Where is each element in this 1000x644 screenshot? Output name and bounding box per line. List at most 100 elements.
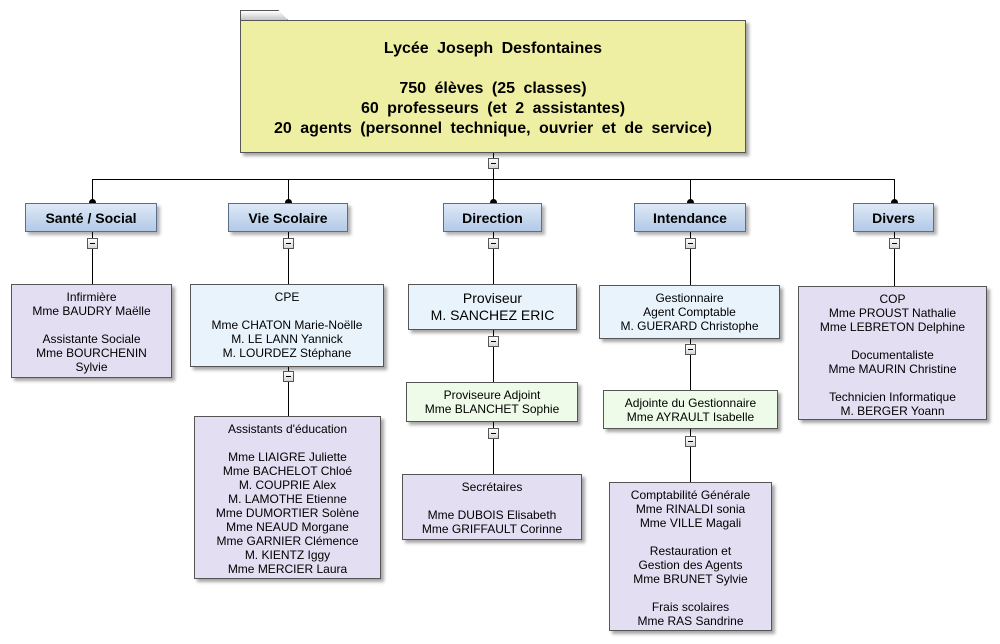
- node-adjointe-gestionnaire[interactable]: Adjointe du Gestionnaire Mme AYRAULT Isa…: [603, 390, 778, 429]
- node-comptabilite[interactable]: Comptabilité Générale Mme RINALDI sonia …: [609, 482, 772, 631]
- node-text: M. LE LANN Yannick: [231, 332, 343, 346]
- dept-label: Intendance: [653, 209, 727, 226]
- node-text: Mme VILLE Magali: [639, 516, 742, 530]
- connector: [894, 232, 895, 286]
- dept-sante-social[interactable]: Santé / Social: [25, 203, 157, 232]
- node-text: Assistants d'éducation: [227, 422, 348, 436]
- connector: [690, 339, 691, 390]
- connector: [92, 179, 93, 203]
- node-text: Secrétaires: [461, 480, 523, 494]
- dept-direction[interactable]: Direction: [443, 203, 542, 232]
- collapse-adjointe-button[interactable]: [685, 436, 696, 447]
- node-text: Gestionnaire: [655, 291, 724, 305]
- node-text: M. KIENTZ Iggy: [244, 548, 331, 562]
- connector: [493, 330, 494, 382]
- node-text: M. SANCHEZ ERIC: [430, 307, 555, 323]
- connector-dot: [490, 199, 497, 206]
- node-text: Documentaliste: [851, 348, 934, 362]
- node-text: Agent Comptable: [643, 305, 736, 319]
- node-text: Gestion des Agents: [638, 558, 743, 572]
- node-cop[interactable]: COP Mme PROUST Nathalie Mme LEBRETON Del…: [798, 286, 987, 420]
- root-line: 750 élèves (25 classes): [399, 80, 587, 97]
- dept-label: Santé / Social: [45, 209, 137, 226]
- node-text: Restauration et: [649, 544, 732, 558]
- node-text: Mme DUMORTIER Solène: [215, 506, 360, 520]
- node-text: Mme MAURIN Christine: [828, 362, 957, 376]
- collapse-sante-button[interactable]: [87, 238, 98, 249]
- collapse-proviseur-button[interactable]: [488, 336, 499, 347]
- collapse-gestionnaire-button[interactable]: [685, 344, 696, 355]
- root-line: 60 professeurs (et 2 assistantes): [360, 100, 626, 117]
- root-node[interactable]: Lycée Joseph Desfontaines 750 élèves (25…: [240, 20, 746, 153]
- node-text: Mme GRIFFAULT Corinne: [421, 522, 563, 536]
- node-text: COP: [879, 292, 906, 306]
- collapse-cpe-button[interactable]: [283, 371, 294, 382]
- collapse-adjoint-button[interactable]: [488, 428, 499, 439]
- dept-label: Direction: [462, 209, 523, 226]
- connector: [894, 179, 895, 203]
- node-text: Mme LIAIGRE Juliette: [228, 450, 347, 464]
- dept-divers[interactable]: Divers: [853, 203, 934, 232]
- connector: [493, 422, 494, 474]
- node-text: Mme RAS Sandrine: [637, 614, 744, 628]
- node-text: Mme BOURCHENIN: [36, 346, 147, 360]
- node-text: Mme BRUNET Sylvie: [633, 572, 748, 586]
- dept-label: Vie Scolaire: [248, 209, 328, 226]
- connector: [288, 367, 289, 416]
- dept-vie-scolaire[interactable]: Vie Scolaire: [228, 203, 348, 232]
- node-text: Mme DUBOIS Elisabeth: [427, 508, 557, 522]
- node-text: M. COUPRIE Alex: [238, 478, 337, 492]
- node-text: Assistante Sociale: [42, 332, 141, 346]
- node-assistants[interactable]: Assistants d'éducation Mme LIAIGRE Julie…: [194, 416, 381, 579]
- root-line: 20 agents (personnel technique, ouvrier …: [274, 120, 712, 137]
- node-text: Mme RINALDI sonia: [635, 502, 746, 516]
- dept-label: Divers: [872, 209, 915, 226]
- node-secretaires[interactable]: Secrétaires Mme DUBOIS Elisabeth Mme GRI…: [402, 474, 582, 540]
- node-text: Comptabilité Générale: [630, 488, 751, 502]
- node-text: Technicien Informatique: [829, 390, 956, 404]
- node-text: Proviseure Adjoint: [443, 388, 541, 402]
- collapse-root-button[interactable]: [488, 158, 499, 169]
- connector-dot: [891, 199, 898, 206]
- node-text: M. LOURDEZ Stéphane: [222, 346, 352, 360]
- connector-dot: [687, 199, 694, 206]
- connector: [92, 232, 93, 284]
- node-proviseure-adjoint[interactable]: Proviseure Adjoint Mme BLANCHET Sophie: [406, 382, 578, 422]
- node-text: Mme GARNIER Clémence: [216, 534, 359, 548]
- collapse-direction-button[interactable]: [488, 238, 499, 249]
- connector: [288, 232, 289, 284]
- node-proviseur[interactable]: Proviseur M. SANCHEZ ERIC: [408, 284, 577, 330]
- collapse-divers-button[interactable]: [889, 238, 900, 249]
- node-text: Proviseur: [462, 290, 523, 306]
- node-text: Frais scolaires: [651, 600, 730, 614]
- root-folder-tab: [240, 10, 288, 20]
- collapse-vie-button[interactable]: [283, 238, 294, 249]
- node-infirmiere[interactable]: Infirmière Mme BAUDRY Maëlle Assistante …: [11, 284, 172, 378]
- node-text: Mme BLANCHET Sophie: [424, 402, 560, 416]
- node-text: M. GUERARD Christophe: [620, 319, 759, 333]
- connector: [493, 232, 494, 284]
- connector-dot: [285, 199, 292, 206]
- connector: [690, 179, 691, 203]
- node-text: Mme LEBRETON Delphine: [819, 320, 966, 334]
- node-text: Mme BACHELOT Chloé: [222, 464, 353, 478]
- node-text: Adjointe du Gestionnaire: [624, 396, 757, 410]
- node-text: M. BERGER Yoann: [840, 404, 945, 418]
- node-text: Mme CHATON Marie-Noëlle: [211, 318, 363, 332]
- connector: [493, 179, 494, 203]
- collapse-intendance-button[interactable]: [685, 238, 696, 249]
- node-text: Infirmière: [66, 290, 117, 304]
- node-text: M. LAMOTHE Etienne: [228, 492, 347, 506]
- node-text: Mme NEAUD Morgane: [226, 520, 349, 534]
- node-text: Mme BAUDRY Maëlle: [32, 304, 151, 318]
- node-text: Mme AYRAULT Isabelle: [626, 410, 755, 424]
- connector-dot: [89, 199, 96, 206]
- node-gestionnaire[interactable]: Gestionnaire Agent Comptable M. GUERARD …: [599, 285, 780, 339]
- connector: [690, 232, 691, 285]
- dept-intendance[interactable]: Intendance: [634, 203, 746, 232]
- node-text: Sylvie: [75, 360, 108, 374]
- connector: [690, 429, 691, 482]
- root-title: Lycée Joseph Desfontaines: [383, 40, 603, 57]
- node-cpe[interactable]: CPE Mme CHATON Marie-Noëlle M. LE LANN Y…: [190, 284, 384, 367]
- node-text: Mme MERCIER Laura: [227, 562, 348, 576]
